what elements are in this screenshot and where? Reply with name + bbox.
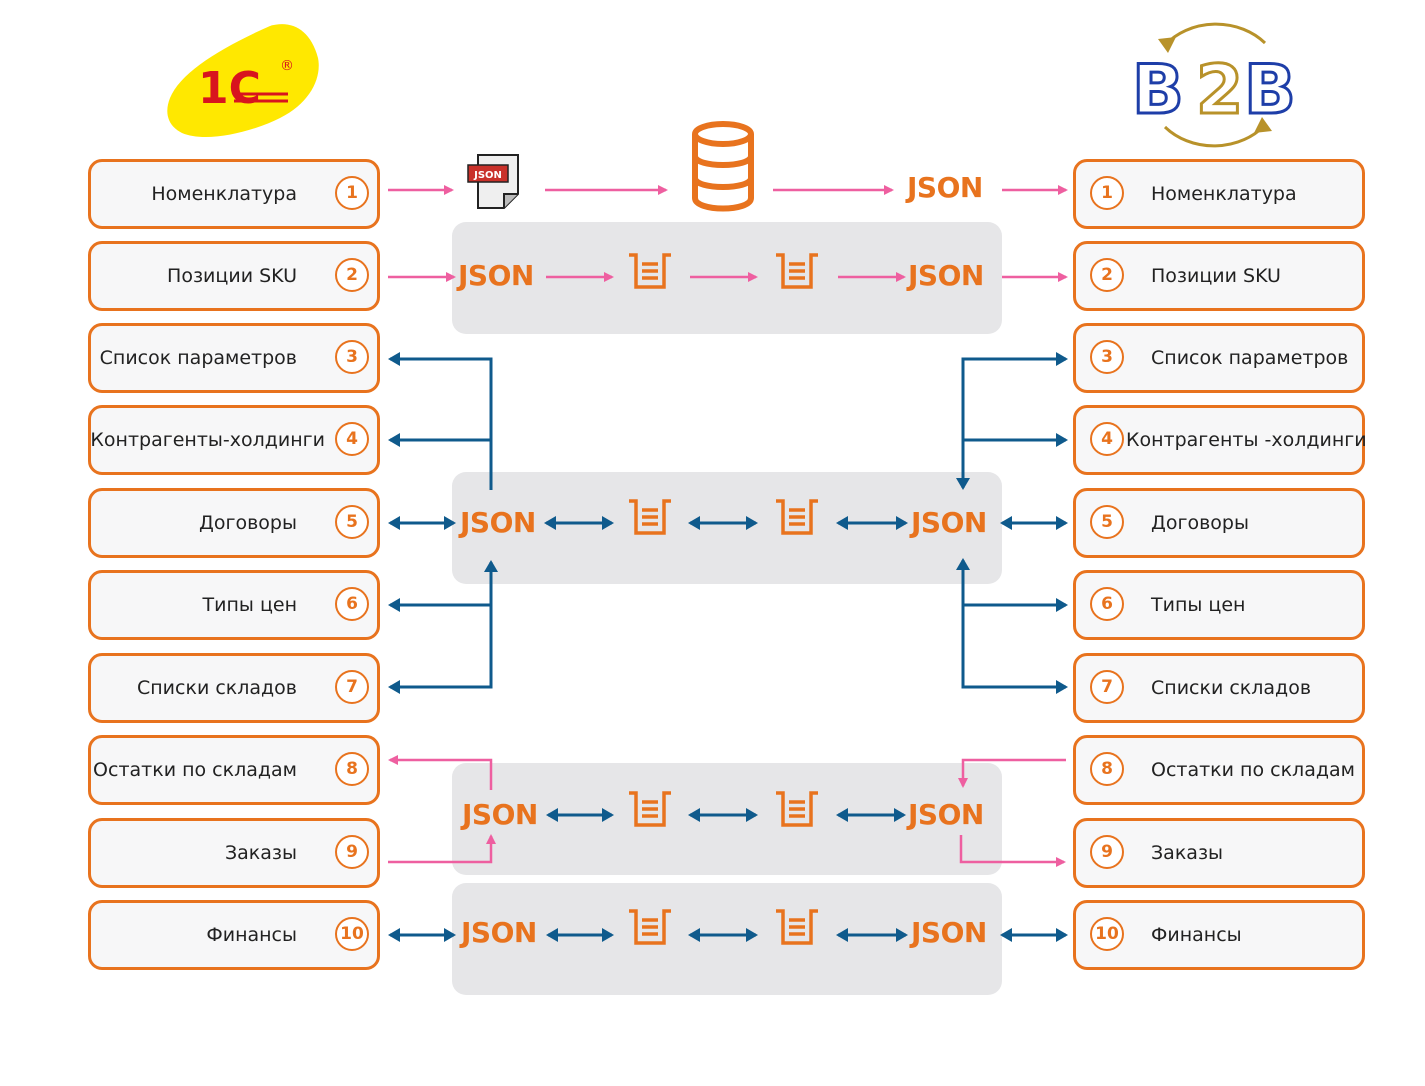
arrow-stock-to-left <box>388 755 493 790</box>
item-label: Списки складов <box>136 677 297 699</box>
json-label-finance-left: JSON <box>461 916 537 949</box>
right-item-2: Позиции SKU 2 <box>1073 241 1365 311</box>
item-number-badge: 6 <box>335 587 369 621</box>
queue-icon <box>629 909 671 945</box>
json-label-stock-right: JSON <box>908 798 984 831</box>
item-number-badge: 8 <box>1090 752 1124 786</box>
item-label: Список параметров <box>1151 347 1349 369</box>
right-item-3: Список параметров 3 <box>1073 323 1365 393</box>
queue-icon <box>629 499 671 535</box>
json-label-stock-left: JSON <box>462 798 538 831</box>
item-number-badge: 10 <box>335 917 369 951</box>
item-number-badge: 7 <box>1090 670 1124 704</box>
item-label: Остатки по складам <box>93 759 297 781</box>
item-label: Типы цен <box>1151 594 1246 616</box>
item-label: Списки складов <box>1151 677 1312 699</box>
arrow-orders-panel-to-right <box>959 835 1066 867</box>
item-label: Контрагенты -холдинги <box>1126 429 1367 451</box>
right-item-6: Типы цен 6 <box>1073 570 1365 640</box>
arrow-right-warehouses <box>961 605 1068 694</box>
item-label: Заказы <box>1151 842 1224 864</box>
svg-text:JSON: JSON <box>473 170 502 181</box>
database-icon <box>692 121 754 212</box>
left-item-1: Номенклатура 1 <box>88 159 380 229</box>
arrow-left-params <box>388 352 493 490</box>
arrow-left-prices <box>388 560 498 612</box>
queue-icon <box>776 791 818 827</box>
item-number-badge: 7 <box>335 670 369 704</box>
item-number-badge: 3 <box>335 340 369 374</box>
item-label: Договоры <box>199 512 297 534</box>
right-item-1: Номенклатура 1 <box>1073 159 1365 229</box>
item-label: Остатки по складам <box>1151 759 1355 781</box>
arrow-stock-right-to-panel <box>958 758 1066 788</box>
item-number-badge: 2 <box>335 258 369 292</box>
right-item-5: Договоры 5 <box>1073 488 1365 558</box>
left-item-4: Контрагенты-холдинги 4 <box>88 405 380 475</box>
item-label: Позиции SKU <box>1151 265 1281 287</box>
left-item-9: Заказы 9 <box>88 818 380 888</box>
queue-icon <box>776 499 818 535</box>
queue-icon <box>629 791 671 827</box>
svg-text:B: B <box>1244 51 1296 130</box>
item-label: Финансы <box>1151 924 1242 946</box>
svg-text:®: ® <box>280 58 294 74</box>
item-number-badge: 2 <box>1090 258 1124 292</box>
left-item-10: Финансы 10 <box>88 900 380 970</box>
queue-icon <box>776 253 818 289</box>
logo-1c-text: 1С <box>198 63 261 114</box>
item-label: Типы цен <box>202 594 297 616</box>
item-number-badge: 5 <box>335 505 369 539</box>
queue-icon <box>776 909 818 945</box>
item-number-badge: 6 <box>1090 587 1124 621</box>
queue-icon <box>629 253 671 289</box>
item-number-badge: 4 <box>335 422 369 456</box>
json-label-refs-left: JSON <box>460 506 536 539</box>
item-number-badge: 3 <box>1090 340 1124 374</box>
svg-text:2: 2 <box>1196 51 1243 130</box>
item-number-badge: 10 <box>1090 917 1124 951</box>
json-file-icon: JSON <box>467 154 519 209</box>
left-item-7: Списки складов 7 <box>88 653 380 723</box>
arrow-left-warehouses <box>388 605 493 694</box>
item-label: Договоры <box>1151 512 1249 534</box>
item-label: Позиции SKU <box>167 265 297 287</box>
logo-b2b: B 2 B <box>1131 22 1297 148</box>
item-label: Номенклатура <box>1151 183 1297 205</box>
item-number-badge: 9 <box>1090 835 1124 869</box>
item-number-badge: 5 <box>1090 505 1124 539</box>
left-item-5: Договоры 5 <box>88 488 380 558</box>
right-item-7: Списки складов 7 <box>1073 653 1365 723</box>
item-number-badge: 8 <box>335 752 369 786</box>
item-label: Контрагенты-холдинги <box>90 429 325 451</box>
json-label-sku-left: JSON <box>458 259 534 292</box>
right-item-4: Контрагенты -холдинги 4 <box>1073 405 1367 475</box>
left-item-3: Список параметров 3 <box>88 323 380 393</box>
right-item-10: Финансы 10 <box>1073 900 1365 970</box>
json-label-sku-right: JSON <box>908 259 984 292</box>
right-item-8: Остатки по складам 8 <box>1073 735 1365 805</box>
item-number-badge: 4 <box>1090 422 1124 456</box>
logo-1c: 1С ® <box>167 24 319 138</box>
left-item-8: Остатки по складам 8 <box>88 735 380 805</box>
json-label-row1-output: JSON <box>907 171 983 204</box>
svg-text:B: B <box>1132 51 1184 130</box>
item-label: Заказы <box>224 842 297 864</box>
item-label: Список параметров <box>99 347 297 369</box>
item-label: Номенклатура <box>151 183 297 205</box>
item-number-badge: 1 <box>1090 176 1124 210</box>
left-item-6: Типы цен 6 <box>88 570 380 640</box>
arrow-right-prices <box>956 558 1068 612</box>
item-number-badge: 1 <box>335 176 369 210</box>
json-label-finance-right: JSON <box>911 916 987 949</box>
arrow-orders-left-to-panel <box>388 834 496 864</box>
left-item-2: Позиции SKU 2 <box>88 241 380 311</box>
json-label-refs-right: JSON <box>911 506 987 539</box>
item-number-badge: 9 <box>335 835 369 869</box>
arrow-right-params <box>956 352 1068 490</box>
item-label: Финансы <box>206 924 297 946</box>
right-item-9: Заказы 9 <box>1073 818 1365 888</box>
